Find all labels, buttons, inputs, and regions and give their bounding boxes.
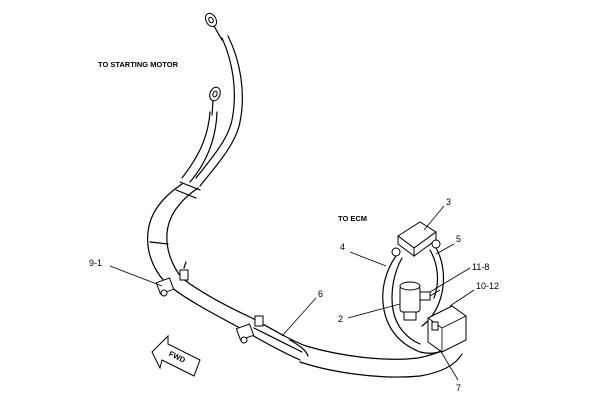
cable-upper xyxy=(181,35,243,187)
callout-5: 5 xyxy=(456,234,461,244)
callout-10-12: 10-12 xyxy=(476,281,499,291)
connector-10-12 xyxy=(427,305,467,353)
relay-component xyxy=(399,281,441,321)
callout-4: 4 xyxy=(340,242,345,252)
callout-7: 7 xyxy=(456,383,461,393)
clip-middle xyxy=(235,315,264,344)
callout-2: 2 xyxy=(338,314,343,324)
ecm-bracket xyxy=(391,221,441,257)
terminal-ring-top xyxy=(204,12,223,41)
callout-6: 6 xyxy=(318,289,323,299)
fwd-arrow xyxy=(151,334,201,377)
label-to-ecm: TO ECM xyxy=(338,214,367,223)
main-cable-sleeve xyxy=(147,181,201,283)
callout-11-8: 11-8 xyxy=(472,262,489,272)
callout-9-1: 9-1 xyxy=(89,258,102,268)
clip-9-1 xyxy=(155,261,189,297)
callout-3: 3 xyxy=(446,197,451,207)
terminal-ring-middle xyxy=(209,86,221,116)
label-to-starting-motor: TO STARTING MOTOR xyxy=(98,60,179,69)
leader-lines xyxy=(109,205,475,381)
